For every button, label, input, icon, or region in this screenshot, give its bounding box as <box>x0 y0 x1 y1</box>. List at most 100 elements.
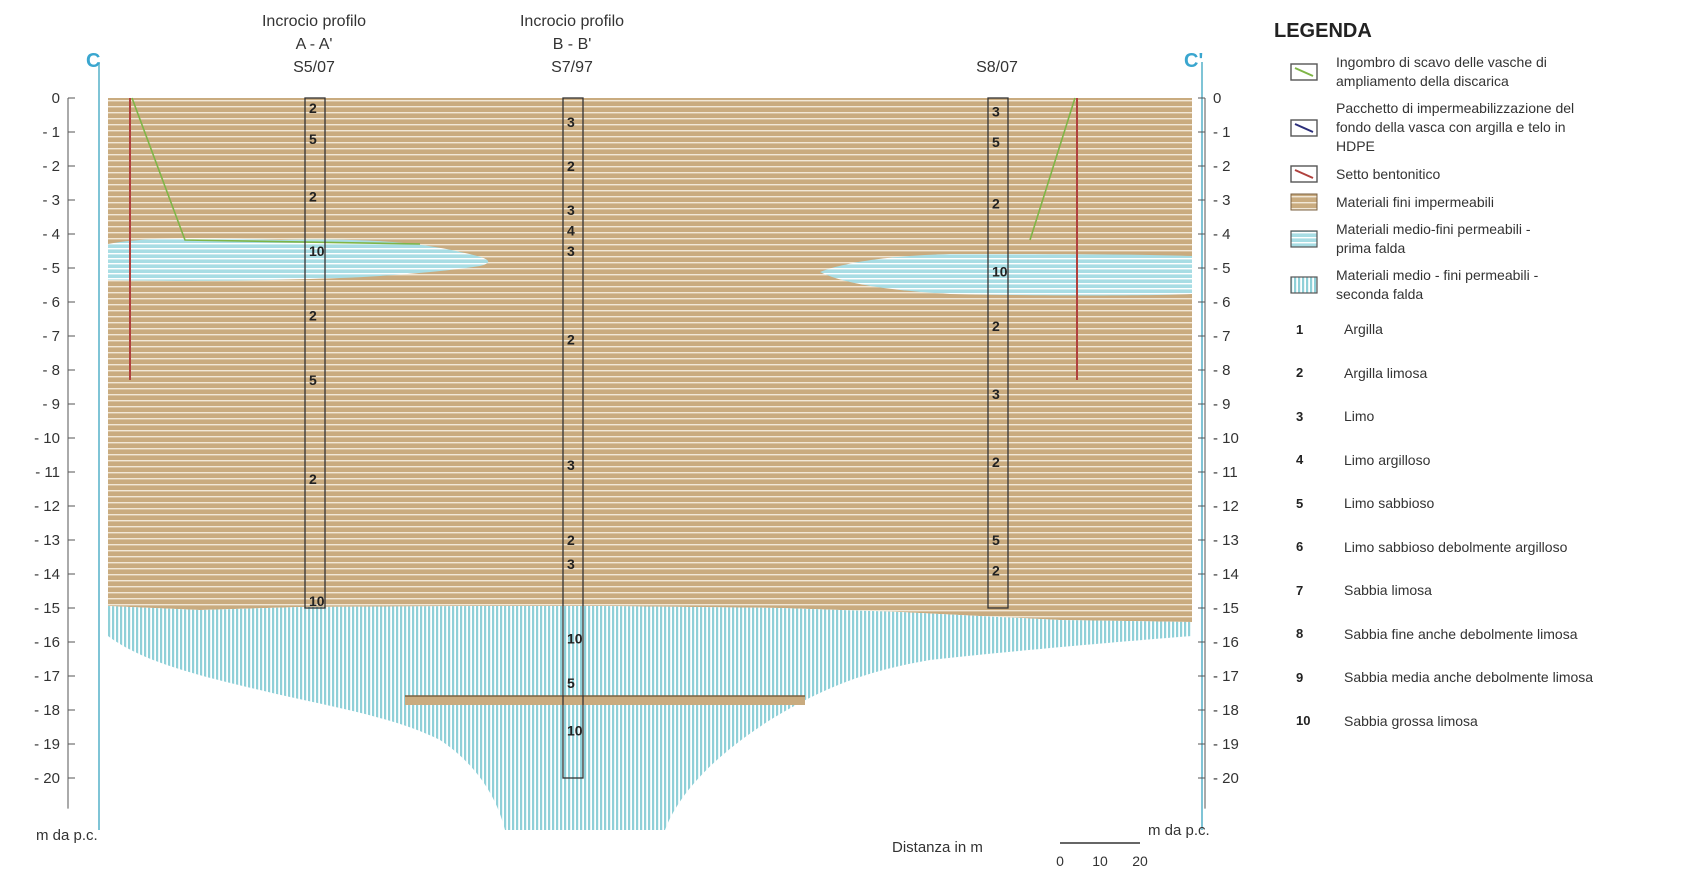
bentonite-wall-icon <box>1290 164 1318 184</box>
borehole-layer-code: 4 <box>567 223 575 239</box>
depth-tick-label-left: - 12 <box>34 498 60 515</box>
legend-symbol-row: Materiali medio - fini permeabili -secon… <box>1270 266 1685 304</box>
borehole-layer-code: 2 <box>992 195 1000 211</box>
second-aquifer-icon <box>1290 275 1318 295</box>
legend-code-label: Sabbia limosa <box>1344 582 1432 598</box>
depth-tick-label-left: - 13 <box>34 532 60 549</box>
excavation-outline-left <box>131 97 421 245</box>
depth-tick-label-left: - 6 <box>42 294 60 311</box>
legend-code-label: Sabbia fine anche debolmente limosa <box>1344 625 1578 642</box>
borehole-layer-code: 2 <box>992 454 1000 470</box>
legend-code-row: 8 Sabbia fine anche debolmente limosa <box>1270 623 1685 645</box>
depth-tick-label-right: - 20 <box>1213 770 1239 787</box>
depth-tick-label-right: - 16 <box>1213 634 1239 651</box>
borehole-layer-code: 3 <box>992 386 1000 402</box>
scale-bar-tick-label: 20 <box>1132 853 1148 869</box>
borehole-layer-code: 5 <box>992 532 1000 548</box>
borehole-layer-code: 2 <box>309 471 317 487</box>
borehole-layer-code: 10 <box>309 593 325 609</box>
borehole-layer-code: 3 <box>567 114 575 130</box>
depth-tick-label-right: - 3 <box>1213 192 1231 209</box>
borehole-heading-line: A - A' <box>296 36 333 53</box>
depth-tick-label-left: - 16 <box>34 634 60 651</box>
borehole-layer-code: 3 <box>567 202 575 218</box>
borehole-layer-code: 3 <box>567 243 575 259</box>
section-marker-left: C <box>86 50 100 72</box>
sandy-silt-lens <box>405 696 805 705</box>
depth-tick-label-left: - 8 <box>42 362 60 379</box>
borehole-layer-code: 2 <box>567 331 575 347</box>
depth-tick-label-right: - 11 <box>1213 464 1238 481</box>
depth-unit-right: m da p.c. <box>1148 822 1210 839</box>
legend-code-label: Limo <box>1344 408 1375 424</box>
borehole-layer-code: 10 <box>309 243 325 259</box>
geological-cross-section: 0- 1- 2- 3- 4- 5- 6- 7- 8- 9- 10- 11- 12… <box>34 13 1239 869</box>
borehole-layer-code: 2 <box>567 158 575 174</box>
depth-tick-label-right: - 10 <box>1213 430 1239 447</box>
depth-tick-label-left: - 15 <box>34 600 60 617</box>
borehole-layer-code: 2 <box>992 318 1000 334</box>
depth-tick-label-right: - 8 <box>1213 362 1231 379</box>
depth-tick-label-right: - 15 <box>1213 600 1239 617</box>
depth-axis-right: 0- 1- 2- 3- 4- 5- 6- 7- 8- 9- 10- 11- 12… <box>1198 90 1239 809</box>
borehole-heading-line: B - B' <box>553 36 592 53</box>
borehole-layer-code: 2 <box>309 189 317 205</box>
depth-tick-label-left: - 5 <box>42 260 60 277</box>
legend-code-number: 3 <box>1296 408 1304 424</box>
borehole-column <box>562 97 584 779</box>
legend-panel: LEGENDA Ingombro di scavo delle vasche d… <box>1270 20 1685 753</box>
scale-bar-ticks: 0 10 20 <box>1056 853 1148 869</box>
depth-tick-label-left: - 3 <box>42 192 60 209</box>
legend-code-number: 6 <box>1296 539 1304 554</box>
legend-symbol-label-line: HDPE <box>1336 138 1375 154</box>
legend-code-label: Argilla limosa <box>1344 364 1428 381</box>
legend-symbol-label: Materiali fini impermeabili <box>1336 193 1494 212</box>
legend-code-label: Argilla <box>1344 321 1383 337</box>
depth-tick-label-right: - 7 <box>1213 328 1231 345</box>
liner-package-icon <box>1290 118 1318 138</box>
borehole-layer-code: 10 <box>992 263 1008 279</box>
scale-bar-tick-label: 10 <box>1092 853 1108 869</box>
depth-tick-label-left: - 19 <box>34 736 60 753</box>
legend-symbol-label-line: Materiali medio-fini permeabili - <box>1336 221 1531 237</box>
legend-symbol-row: Setto bentonitico <box>1270 164 1685 184</box>
borehole-layer-code: 2 <box>567 532 575 548</box>
borehole-heading-line: Incrocio profilo <box>520 13 624 30</box>
legend-code-row: 3 Limo <box>1270 405 1685 427</box>
legend-symbol-label-line: prima falda <box>1336 240 1406 256</box>
depth-tick-label-right: - 9 <box>1213 396 1231 413</box>
excavation-outline-right <box>1029 97 1076 241</box>
legend-symbol-label-line: ampliamento della discarica <box>1336 73 1509 89</box>
depth-tick-label-right: - 6 <box>1213 294 1231 311</box>
legend-code-number: 10 <box>1296 713 1311 728</box>
legend-code-number: 2 <box>1296 365 1304 380</box>
legend-symbol-label: Materiali medio-fini permeabili - prima f… <box>1336 220 1531 258</box>
borehole-column <box>987 97 1009 609</box>
depth-tick-label-left: - 11 <box>35 464 60 481</box>
depth-tick-label-right: - 14 <box>1213 566 1239 583</box>
second-aquifer-unit <box>108 606 1192 830</box>
depth-tick-label-left: - 9 <box>42 396 60 413</box>
legend-code-row: 2 Argilla limosa <box>1270 362 1685 384</box>
depth-tick-label-right: - 17 <box>1213 668 1239 685</box>
legend-title: LEGENDA <box>1274 20 1372 42</box>
legend-code-number: 7 <box>1296 582 1304 598</box>
borehole-layer-code: 3 <box>992 104 1000 120</box>
depth-axis-left: 0- 1- 2- 3- 4- 5- 6- 7- 8- 9- 10- 11- 12… <box>34 90 75 809</box>
scale-bar-tick-label: 0 <box>1056 853 1064 869</box>
depth-tick-label-left: - 17 <box>34 668 60 685</box>
borehole-layer-code: 5 <box>309 372 317 388</box>
first-aquifer-lens-left <box>108 238 489 281</box>
borehole-layer-code: 3 <box>567 457 575 473</box>
borehole-column <box>304 97 326 609</box>
legend-code-number: 8 <box>1296 626 1304 641</box>
section-marker-right: C' <box>1184 50 1203 72</box>
